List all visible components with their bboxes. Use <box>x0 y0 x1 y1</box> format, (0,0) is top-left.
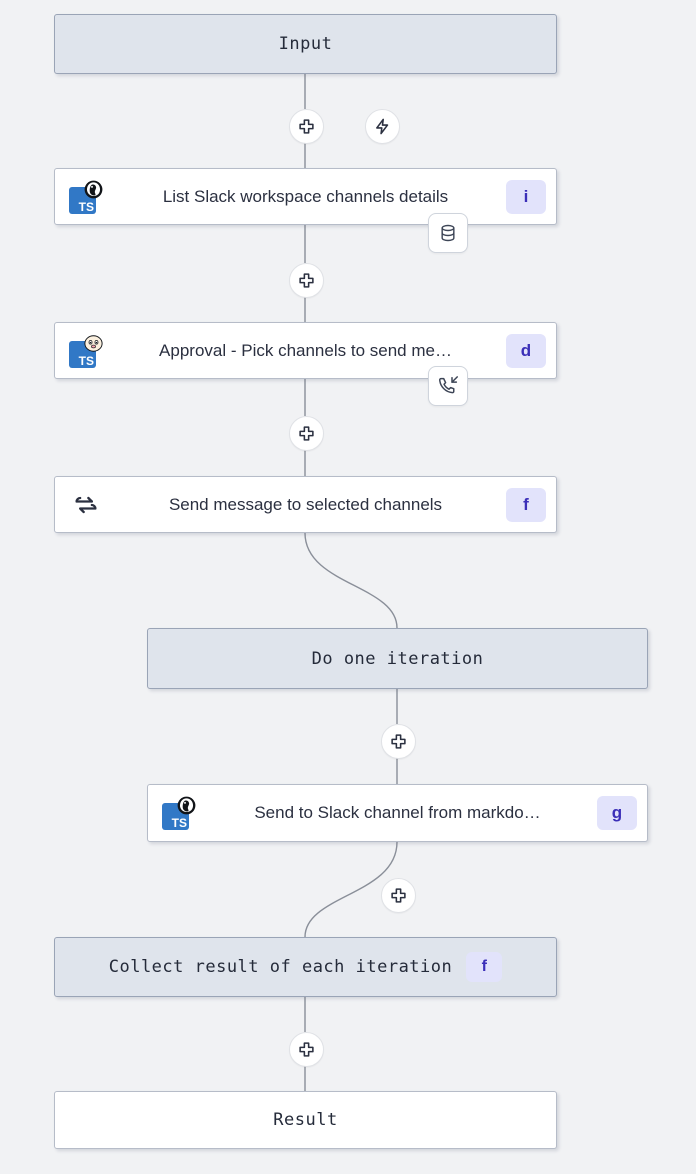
node-input[interactable]: Input <box>54 14 557 74</box>
node-result-label: Result <box>273 1110 338 1130</box>
node-result[interactable]: Result <box>54 1091 557 1149</box>
add-step-after-send-to-slack[interactable] <box>381 878 416 913</box>
typescript-bun-icon: TS <box>69 334 103 368</box>
deno-icon <box>177 796 196 815</box>
database-chip[interactable] <box>428 213 468 253</box>
add-trigger-button[interactable] <box>365 109 400 144</box>
node-list-slack-channels-label: List Slack workspace channels details <box>162 186 449 206</box>
add-step-after-approval[interactable] <box>289 416 324 451</box>
plus-icon <box>299 273 314 288</box>
deno-icon <box>84 180 103 198</box>
approval-phone-chip[interactable] <box>428 366 468 406</box>
plus-icon <box>391 734 406 749</box>
repeat-loop-icon <box>75 496 97 513</box>
node-list-slack-channels[interactable]: TS List Slack workspace channels details… <box>54 168 557 225</box>
typescript-badge: TS <box>69 186 96 214</box>
node-approval[interactable]: TS Approval - Pick channels to send me… … <box>54 322 557 379</box>
node-send-to-slack-label: Send to Slack channel from markdo… <box>254 803 541 822</box>
node-collect-result-label: Collect result of each iteration <box>108 957 453 977</box>
plus-icon <box>299 426 314 441</box>
node-list-slack-channels-badge: i <box>506 179 546 214</box>
typescript-deno-icon: TS <box>162 796 196 830</box>
phone-incoming-icon <box>438 375 458 393</box>
node-collect-result-badge: f <box>466 952 503 982</box>
repeat-loop-icon-wrap <box>69 488 103 522</box>
bun-icon <box>84 334 103 352</box>
node-send-to-slack-badge: g <box>597 796 637 830</box>
node-approval-badge: d <box>506 333 546 368</box>
plus-icon <box>299 119 314 134</box>
add-step-after-list-channels[interactable] <box>289 263 324 298</box>
node-approval-label: Approval - Pick channels to send me… <box>159 340 452 360</box>
node-send-message-loop-label: Send message to selected channels <box>168 494 443 514</box>
add-step-inside-loop[interactable] <box>381 724 416 759</box>
typescript-deno-icon: TS <box>69 180 103 214</box>
node-send-to-slack[interactable]: TS Send to Slack channel from markdo… g <box>147 784 648 842</box>
database-icon <box>441 224 455 242</box>
node-do-one-iteration-label: Do one iteration <box>311 648 484 669</box>
node-send-message-loop[interactable]: Send message to selected channels f <box>54 476 557 533</box>
node-send-message-loop-badge: f <box>506 487 546 522</box>
plus-icon <box>391 888 406 903</box>
node-collect-result[interactable]: Collect result of each iteration f <box>54 937 557 997</box>
lightning-icon <box>376 118 389 135</box>
add-step-after-collect-result[interactable] <box>289 1032 324 1067</box>
node-do-one-iteration[interactable]: Do one iteration <box>147 628 648 689</box>
edge-send-to-loop <box>304 532 398 629</box>
node-input-label: Input <box>278 34 333 54</box>
plus-icon <box>299 1042 314 1057</box>
add-step-after-input[interactable] <box>289 109 324 144</box>
